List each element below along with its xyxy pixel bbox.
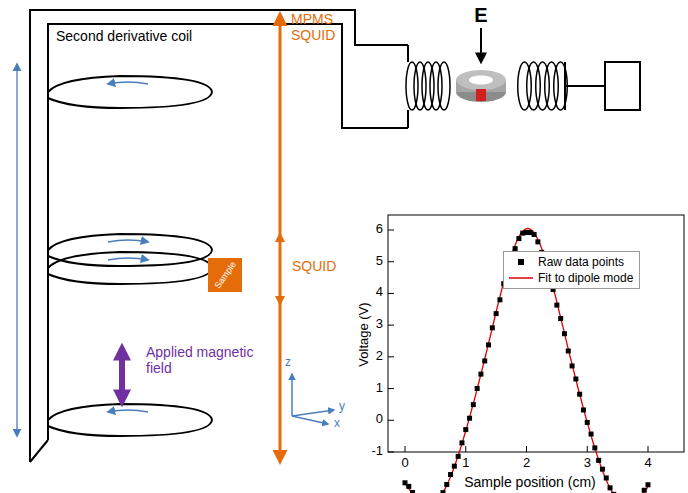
label: 0 xyxy=(376,412,383,427)
label: MPMS SQUID xyxy=(291,11,343,43)
chart-legend: Raw data pointsFit to dipole mode xyxy=(503,251,640,289)
legend-text: Fit to dipole mode xyxy=(538,271,633,285)
label: 2 xyxy=(523,456,530,471)
label: z xyxy=(285,356,291,370)
label: Sample position (cm) xyxy=(464,474,596,490)
label: 6 xyxy=(376,222,383,237)
label: 4 xyxy=(376,285,383,300)
label: 3 xyxy=(376,317,383,332)
legend-text: Raw data points xyxy=(538,255,624,269)
fit-curve xyxy=(405,228,648,493)
label: 2 xyxy=(376,349,383,364)
label: 1 xyxy=(376,381,383,396)
label: 1 xyxy=(462,456,469,471)
label: 5 xyxy=(376,254,383,269)
label: -1 xyxy=(371,444,383,459)
legend-row: Raw data points xyxy=(508,254,633,270)
label: x xyxy=(334,417,340,431)
line-swatch xyxy=(508,272,534,284)
squid-box xyxy=(565,62,640,110)
toroid xyxy=(456,70,506,102)
label: y xyxy=(339,400,345,414)
transformer-coil xyxy=(406,62,450,110)
coil-wire xyxy=(408,45,565,128)
coil-wire xyxy=(30,10,408,462)
axes-triad xyxy=(292,374,334,424)
mpms-travel-arrow xyxy=(279,14,282,462)
point-swatch xyxy=(508,256,534,268)
label: Applied magnetic field xyxy=(146,344,256,376)
label: E xyxy=(474,4,487,27)
coil-span-arrow xyxy=(16,64,17,436)
label: Voltage (V) xyxy=(357,302,372,366)
axis-ticks xyxy=(388,230,648,452)
legend-row: Fit to dipole mode xyxy=(508,270,633,286)
label: 0 xyxy=(401,456,408,471)
sample-label: Sample xyxy=(212,260,238,291)
sample-block: Sample xyxy=(208,258,242,292)
label: 4 xyxy=(644,456,651,471)
data-points xyxy=(403,230,651,493)
squid-travel-arrow xyxy=(279,234,281,304)
transformer-coil xyxy=(518,62,568,110)
label: Second derivative coil xyxy=(56,28,192,44)
label: SQUID xyxy=(292,258,336,274)
field-e-arrow xyxy=(480,28,482,62)
plot-frame xyxy=(388,215,684,452)
label: 3 xyxy=(584,456,591,471)
field-arrow xyxy=(119,348,125,402)
current-arrow xyxy=(108,82,148,412)
